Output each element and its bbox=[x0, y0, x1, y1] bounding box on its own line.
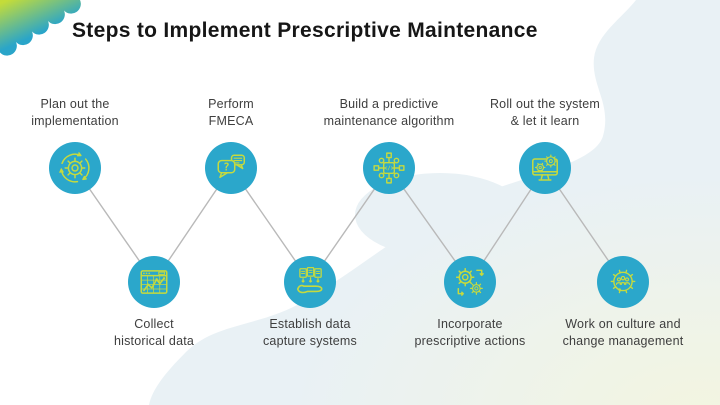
step-node-fmeca: ? bbox=[205, 142, 257, 194]
step-node-rollout bbox=[519, 142, 571, 194]
step-label-capture: Establish data capture systems bbox=[262, 317, 357, 348]
step-label-fmeca: Perform FMECA bbox=[208, 97, 254, 128]
step-node-incorporate bbox=[444, 256, 496, 308]
step-label-plan: Plan out the implementation bbox=[31, 97, 119, 128]
step-label-rollout: Roll out the system & let it learn bbox=[489, 97, 601, 128]
chart-window-icon bbox=[140, 270, 168, 294]
chat-question-icon: ? bbox=[217, 154, 246, 179]
step-node-algorithm: </> bbox=[363, 142, 415, 194]
svg-text:?: ? bbox=[223, 161, 229, 174]
step-node-capture bbox=[284, 256, 336, 308]
hand-documents-icon bbox=[296, 267, 323, 294]
gears-arrows-icon bbox=[455, 267, 484, 296]
gear-cycle-icon bbox=[59, 152, 90, 183]
step-node-culture bbox=[597, 256, 649, 308]
step-label-collect: Collect historical data bbox=[113, 317, 195, 348]
svg-text:</>: </> bbox=[384, 166, 395, 172]
step-label-culture: Work on culture and change management bbox=[562, 317, 684, 348]
step-label-incorporate: Incorporate prescriptive actions bbox=[414, 317, 526, 348]
monitor-gears-icon bbox=[532, 154, 558, 181]
corner-decoration bbox=[0, 0, 81, 56]
step-node-collect bbox=[128, 256, 180, 308]
step-label-algorithm: Build a predictive maintenance algorithm bbox=[323, 97, 455, 128]
algorithm-network-icon: </> bbox=[373, 152, 405, 184]
step-node-plan bbox=[49, 142, 101, 194]
gear-people-icon bbox=[610, 269, 636, 294]
page-title: Steps to Implement Prescriptive Maintena… bbox=[72, 19, 538, 42]
